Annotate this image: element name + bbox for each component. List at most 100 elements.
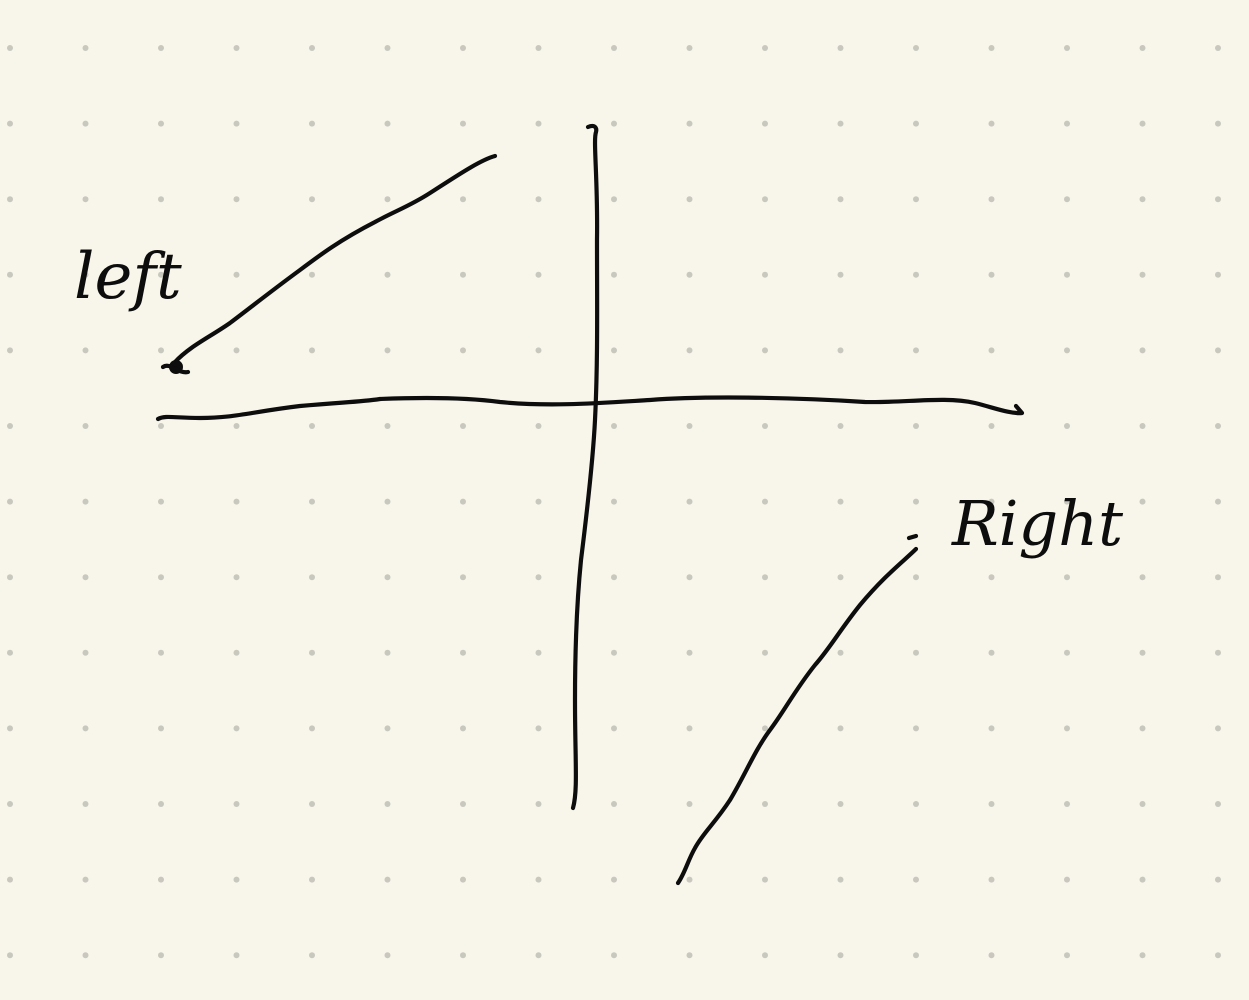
grid-dot xyxy=(1064,649,1070,656)
grid-dot xyxy=(158,801,164,807)
grid-dot xyxy=(611,45,617,51)
grid-dot xyxy=(535,423,542,429)
grid-dot xyxy=(460,725,466,732)
grid-dot xyxy=(611,498,617,505)
grid-dot xyxy=(762,801,768,807)
grid-dot xyxy=(158,725,164,732)
grid-dot xyxy=(1064,801,1070,807)
grid-dot xyxy=(611,649,617,656)
grid-dot xyxy=(535,725,542,732)
grid-dot xyxy=(82,876,89,883)
grid-dot xyxy=(7,498,13,505)
grid-dot xyxy=(233,45,240,51)
grid-dot xyxy=(1139,876,1146,883)
grid-dot xyxy=(1215,801,1221,807)
left-line-endpoint-scribble xyxy=(160,363,191,375)
grid-dot xyxy=(1064,45,1070,51)
grid-dot xyxy=(158,271,164,278)
grid-dot xyxy=(762,725,768,732)
grid-dot xyxy=(837,649,844,656)
grid-dot xyxy=(686,120,693,127)
grid-dot xyxy=(158,649,164,656)
grid-dot xyxy=(309,120,315,127)
grid-dot xyxy=(762,271,768,278)
grid-dot xyxy=(158,347,164,354)
grid-dot xyxy=(988,196,995,203)
grid-dot xyxy=(460,196,466,203)
grid-dot xyxy=(686,952,693,959)
grid-dot xyxy=(686,423,693,429)
grid-dot xyxy=(309,876,315,883)
grid-dot xyxy=(7,196,13,203)
grid-dot xyxy=(384,120,391,127)
left-line xyxy=(172,153,498,365)
grid-dot xyxy=(913,423,919,429)
grid-dot xyxy=(837,801,844,807)
grid-dot xyxy=(611,574,617,581)
grid-dot xyxy=(535,120,542,127)
grid-dot xyxy=(1139,498,1146,505)
grid-dot xyxy=(1064,347,1070,354)
grid-dot xyxy=(460,801,466,807)
grid-dot xyxy=(82,952,89,959)
grid-dot xyxy=(913,725,919,732)
grid-dot xyxy=(233,801,240,807)
grid-dot xyxy=(988,347,995,354)
grid-dot xyxy=(82,45,89,51)
grid-dot xyxy=(309,725,315,732)
grid-dot xyxy=(611,347,617,354)
grid-dot xyxy=(611,952,617,959)
grid-dot xyxy=(837,196,844,203)
grid-dot xyxy=(837,952,844,959)
grid-dot xyxy=(762,423,768,429)
grid-dot xyxy=(762,952,768,959)
grid-dot xyxy=(309,423,315,429)
grid-dot xyxy=(988,574,995,581)
grid-dot xyxy=(686,45,693,51)
grid-dot xyxy=(384,952,391,959)
grid-dot xyxy=(762,347,768,354)
grid-dot xyxy=(7,271,13,278)
grid-dot xyxy=(233,347,240,354)
grid-dot xyxy=(384,271,391,278)
grid-dot xyxy=(1215,725,1221,732)
grid-dot xyxy=(535,196,542,203)
grid-dot xyxy=(988,876,995,883)
grid-dot xyxy=(611,196,617,203)
grid-dot xyxy=(158,120,164,127)
grid-dot xyxy=(460,952,466,959)
grid-dot xyxy=(460,574,466,581)
grid-dot xyxy=(1139,347,1146,354)
grid-dot xyxy=(1215,498,1221,505)
grid-dot xyxy=(460,423,466,429)
right-line-tick xyxy=(906,533,919,541)
grid-dot xyxy=(7,347,13,354)
grid-dot xyxy=(686,498,693,505)
grid-dot xyxy=(460,347,466,354)
grid-dot xyxy=(384,801,391,807)
grid-dot xyxy=(1215,574,1221,581)
grid-dot xyxy=(1139,45,1146,51)
grid-dot xyxy=(837,45,844,51)
grid-dot xyxy=(686,649,693,656)
grid-dot xyxy=(158,196,164,203)
grid-dot xyxy=(233,876,240,883)
grid-dot xyxy=(1215,649,1221,656)
grid-dot xyxy=(988,120,995,127)
grid-dot xyxy=(913,952,919,959)
grid-dot xyxy=(762,649,768,656)
grid-dot xyxy=(309,574,315,581)
grid-dot xyxy=(309,649,315,656)
grid-dot xyxy=(384,649,391,656)
grid-dot xyxy=(309,952,315,959)
label-right: Right xyxy=(951,487,1123,560)
grid-dot xyxy=(1139,725,1146,732)
grid-dot xyxy=(913,574,919,581)
grid-dot xyxy=(686,876,693,883)
grid-dot xyxy=(1064,952,1070,959)
grid-dot xyxy=(1139,120,1146,127)
vertical-axis xyxy=(570,123,600,811)
grid-dot xyxy=(988,801,995,807)
grid-dot xyxy=(611,271,617,278)
